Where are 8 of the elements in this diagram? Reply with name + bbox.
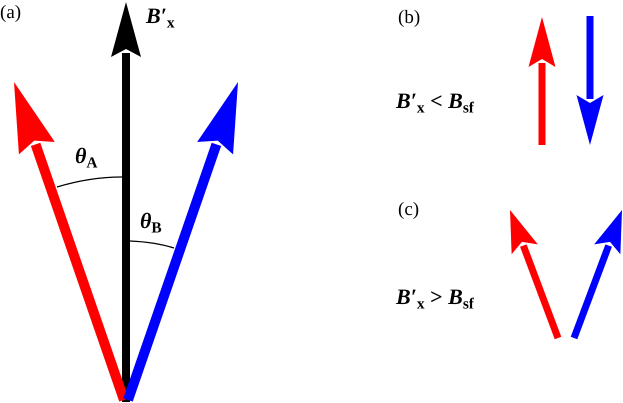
vector-label: B′$_{x}$ [146, 5, 175, 32]
condition-label: B′$_{x}$ < B$_{sf}$ [396, 90, 474, 116]
angle-label: θ$_{A}$ [75, 145, 98, 172]
panel-label: (a) [0, 3, 22, 22]
angle-label: θ$_{B}$ [140, 210, 162, 236]
condition-label: B′$_{x}$ > B$_{sf}$ [396, 286, 474, 312]
panel-label: (c) [398, 200, 420, 219]
panel-label: (b) [398, 8, 420, 27]
